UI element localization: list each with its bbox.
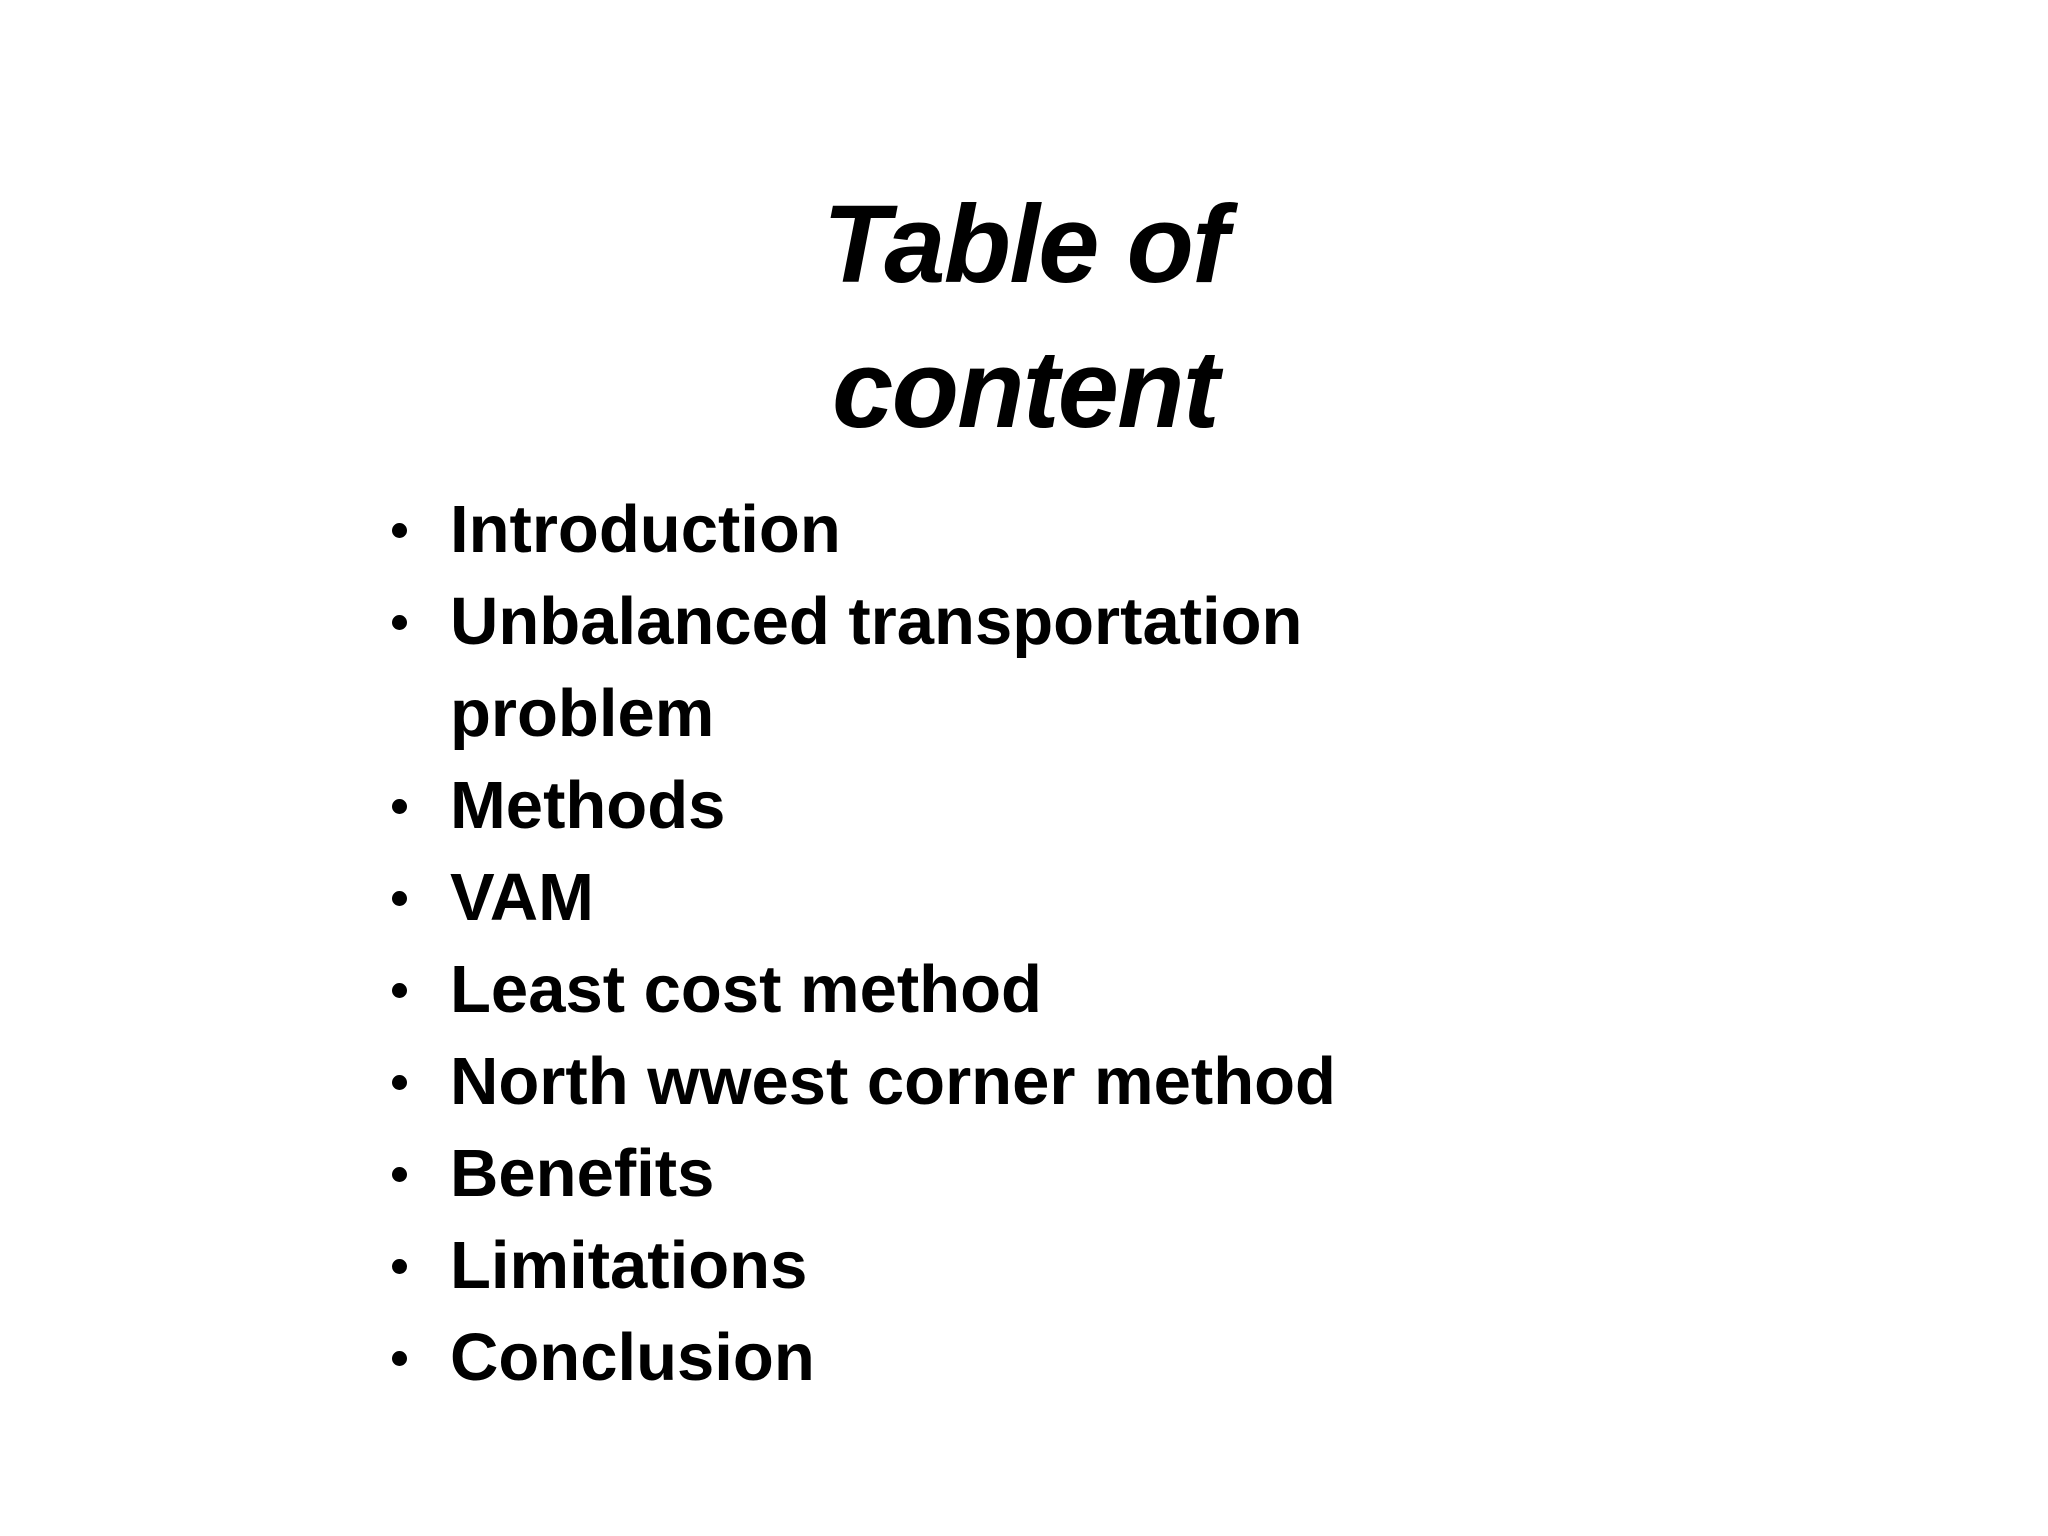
list-item: Least cost method bbox=[392, 944, 1402, 1036]
bullet-dot-icon bbox=[392, 944, 450, 1036]
list-item: Conclusion bbox=[392, 1312, 1402, 1404]
page-title: Table of content bbox=[520, 172, 1530, 462]
page-title-line2: content bbox=[832, 328, 1219, 451]
toc-item-label: North wwest corner method bbox=[450, 1044, 1336, 1119]
bullet-dot-icon bbox=[392, 760, 450, 852]
toc-item-label: Least cost method bbox=[450, 952, 1042, 1027]
bullet-dot-icon bbox=[392, 1036, 450, 1128]
page-title-line1: Table of bbox=[822, 183, 1229, 306]
toc-item-label: Benefits bbox=[450, 1136, 715, 1211]
bullet-dot-icon bbox=[392, 576, 450, 668]
toc-item-label: VAM bbox=[450, 860, 594, 935]
toc-item-label: Methods bbox=[450, 768, 726, 843]
list-item: Benefits bbox=[392, 1128, 1402, 1220]
toc-item-label: Conclusion bbox=[450, 1320, 815, 1395]
list-item: Introduction bbox=[392, 484, 1402, 576]
toc-item-label: Unbalanced transportation problem bbox=[450, 584, 1303, 751]
list-item: Methods bbox=[392, 760, 1402, 852]
bullet-dot-icon bbox=[392, 484, 450, 576]
list-item: Limitations bbox=[392, 1220, 1402, 1312]
list-item: North wwest corner method bbox=[392, 1036, 1402, 1128]
bullet-dot-icon bbox=[392, 1220, 450, 1312]
toc-item-label: Limitations bbox=[450, 1228, 808, 1303]
list-item: VAM bbox=[392, 852, 1402, 944]
bullet-dot-icon bbox=[392, 1312, 450, 1404]
bullet-dot-icon bbox=[392, 852, 450, 944]
list-item: Unbalanced transportation problem bbox=[392, 576, 1402, 760]
toc-item-label: Introduction bbox=[450, 492, 841, 567]
bullet-dot-icon bbox=[392, 1128, 450, 1220]
table-of-contents-list: Introduction Unbalanced transportation p… bbox=[392, 484, 1402, 1404]
